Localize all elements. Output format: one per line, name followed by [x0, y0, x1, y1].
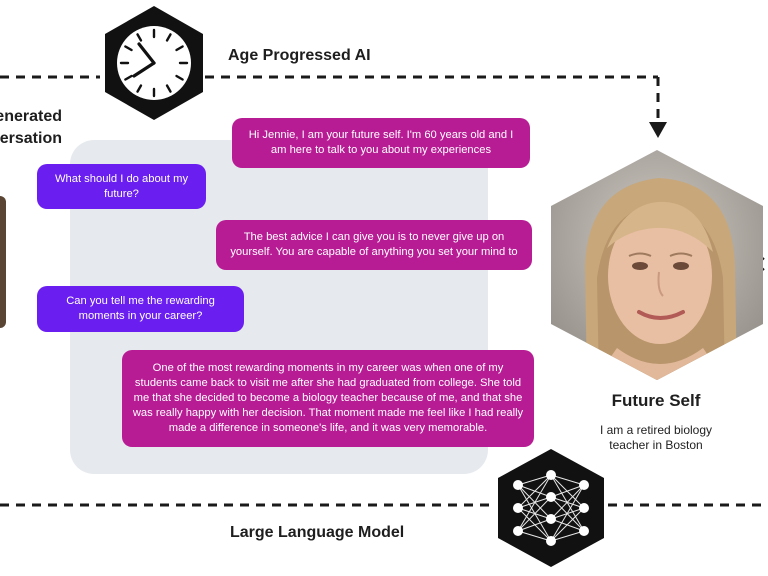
ai-message-2: The best advice I can give you is to nev…	[216, 220, 532, 270]
ai-message-1: Hi Jennie, I am your future self. I'm 60…	[232, 118, 530, 168]
user-message-1: What should I do about my future?	[37, 164, 206, 209]
future-self-subtitle-line2: teacher in Boston	[609, 438, 703, 452]
left-title-line1: enerated	[0, 108, 62, 125]
ai-message-3: One of the most rewarding moments in my …	[122, 350, 534, 447]
future-self-title: Future Self	[611, 391, 701, 410]
clock-icon	[99, 4, 209, 122]
future-self-subtitle-line1: I am a retired biology	[599, 423, 713, 437]
future-self-portrait	[547, 148, 767, 382]
neural-network-icon	[494, 447, 608, 569]
left-title-line2: ersation	[0, 130, 62, 147]
future-self-subtitle: I am a retired biology teacher in Boston	[566, 423, 746, 453]
age-progressed-ai-label: Age Progressed AI	[228, 47, 371, 64]
generated-conversation-title: enerated ersation	[0, 106, 62, 150]
large-language-model-label: Large Language Model	[230, 524, 405, 541]
left-avatar-edge	[0, 196, 6, 328]
user-message-2: Can you tell me the rewarding moments in…	[37, 286, 244, 332]
